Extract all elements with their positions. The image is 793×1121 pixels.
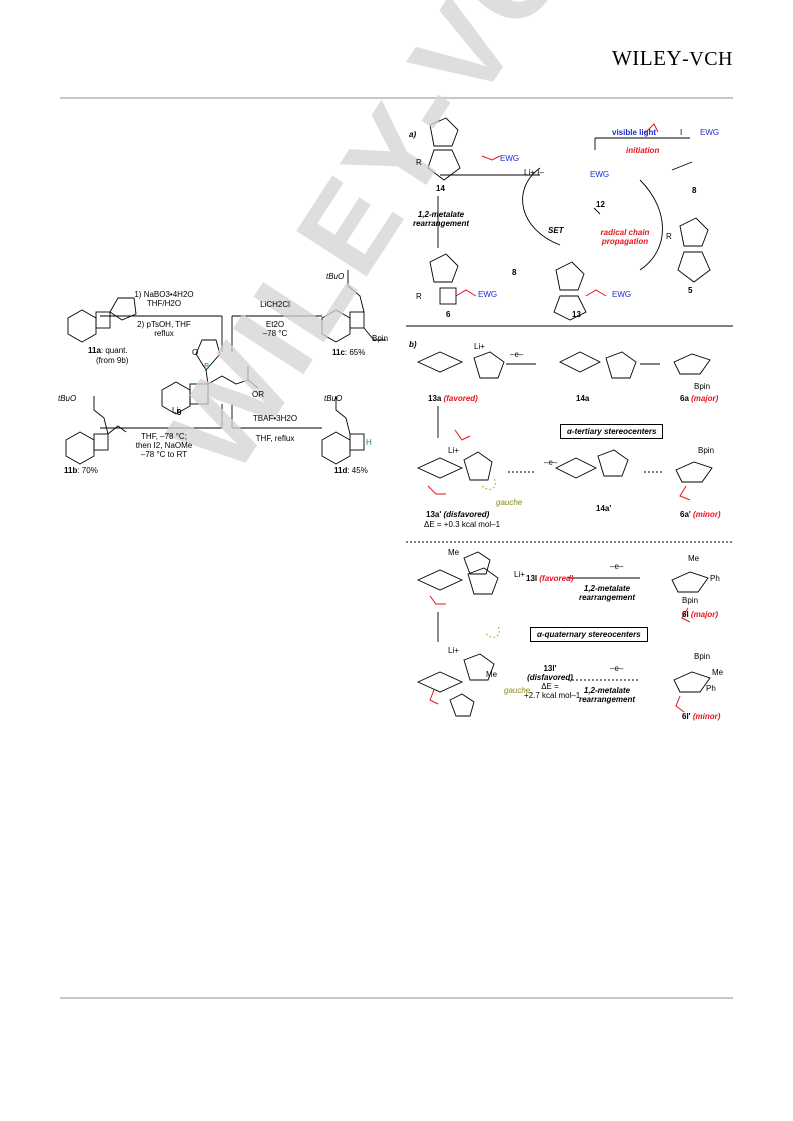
label-11d: 11d: 45% <box>334 466 368 475</box>
label-13a-li: Li+ <box>474 342 485 351</box>
conditions-to-11a-2: 2) pTsOH, THF reflux <box>137 320 191 338</box>
rearrangement-label-a: 1,2-metalate rearrangement <box>412 210 470 228</box>
visible-light-label: visible light <box>612 128 657 137</box>
label-13l-prime: 13l' (disfavored) ΔE = +2.7 kcal mol–1 <box>524 664 581 700</box>
conditions-to-11a: 1) NaBO3•4H2O THF/H2O <box>134 290 194 308</box>
label-13a-prime-li: Li+ <box>448 446 459 455</box>
label-13a-prime: 13a' (disfavored) <box>426 510 490 519</box>
label-14a: 14a <box>576 394 590 403</box>
label-11a-note: (from 9b) <box>96 356 129 365</box>
scheme-a-cycle <box>427 117 711 321</box>
footer-rule <box>60 997 733 999</box>
label-11c: 11c: 65% <box>332 348 366 357</box>
conditions-to-11b: THF, –78 °C; then I2, NaOMe –78 °C to RT <box>135 432 193 459</box>
label-6a-prime-bpin: Bpin <box>698 446 715 455</box>
label-5-r: R <box>666 232 672 241</box>
panel-b-label: b) <box>409 340 417 349</box>
label-14-ewg: EWG <box>500 154 520 163</box>
compound-11a-structure <box>67 297 137 343</box>
quaternary-stereocenters-box: α-quaternary stereocenters <box>530 627 648 642</box>
publisher-logo: WILEY-VCH <box>611 46 733 70</box>
label-13: 13 <box>572 310 581 319</box>
electron-4: –e– <box>610 664 624 673</box>
label-6-ewg: EWG <box>478 290 498 299</box>
compound-9-structure <box>161 339 259 415</box>
label-13l-me: Me <box>448 548 460 557</box>
scheme-b-quaternary <box>416 551 711 717</box>
label-11d-tbuo: tBuO <box>324 394 343 403</box>
conditions-to-11c: LiCH2Cl <box>260 300 290 309</box>
label-13l-prime-li: Li+ <box>448 646 459 655</box>
label-12-ewg: EWG <box>590 170 610 179</box>
electron-2: –e– <box>544 458 558 467</box>
label-6l-me: Me <box>688 554 700 563</box>
label-9-or: OR <box>252 390 264 399</box>
rearrangement-label-b2: 1,2-metalate rearrangement <box>578 686 636 704</box>
gauche-label-2: gauche <box>504 686 531 695</box>
radical-chain-label: radical chain propagation <box>600 228 650 246</box>
label-6a: 6a (major) <box>680 394 719 403</box>
label-11b-tbuo: tBuO <box>58 394 77 403</box>
label-6l-bpin: Bpin <box>682 596 699 605</box>
label-11c-bpin: Bpin <box>372 334 389 343</box>
label-13l-prime-me: Me <box>486 670 498 679</box>
label-11a: 11a: quant. <box>88 346 128 355</box>
label-12: 12 <box>596 200 605 209</box>
label-5: 5 <box>688 286 693 295</box>
label-6l-prime-ph: Ph <box>706 684 716 693</box>
initiation-label: initiation <box>626 146 660 155</box>
label-11c-tbuo: tBuO <box>326 272 345 281</box>
electron-3: –e– <box>610 562 624 571</box>
reagent-8-ewg: EWG <box>700 128 720 137</box>
label-13a-prime-energy: ΔE = +0.3 kcal mol–1 <box>424 520 501 529</box>
label-6l-ph: Ph <box>710 574 720 583</box>
label-8-top: 8 <box>692 186 697 195</box>
reagent-8-i: I <box>680 128 683 137</box>
gauche-label-1: gauche <box>496 498 523 507</box>
header-rule <box>60 97 733 99</box>
label-6-r: R <box>416 292 422 301</box>
label-11b: 11b: 70% <box>64 466 98 475</box>
label-13-ewg: EWG <box>612 290 632 299</box>
compound-11b-structure <box>65 396 127 465</box>
conditions-to-11d: TBAF•3H2O <box>252 414 298 423</box>
label-6: 6 <box>446 310 451 319</box>
compound-11c-structure <box>321 270 386 343</box>
label-6a-prime: 6a' (minor) <box>680 510 721 519</box>
rearrangement-label-b1: 1,2-metalate rearrangement <box>578 584 636 602</box>
electron-1: –e– <box>510 350 524 359</box>
panel-a-label: a) <box>409 130 417 139</box>
label-9-boron: B <box>204 362 210 371</box>
label-14: 14 <box>436 184 445 193</box>
label-13a: 13a (favored) <box>428 394 478 403</box>
label-14a-prime: 14a' <box>596 504 612 513</box>
label-13l: 13l (favored) <box>526 574 574 583</box>
label-14-r: R <box>416 158 422 167</box>
label-6l: 6l (major) <box>682 610 719 619</box>
label-13l-li: Li+ <box>514 570 525 579</box>
set-label: SET <box>548 226 564 235</box>
conditions-to-11d-2: THF, reflux <box>255 434 295 443</box>
label-11b-li: Li <box>172 406 179 415</box>
compound-11d-structure <box>321 396 365 465</box>
conditions-to-11c-2: Et2O –78 °C <box>262 320 288 338</box>
label-8-bottom: 8 <box>512 268 517 277</box>
label-6l-prime: 6l' (minor) <box>682 712 721 721</box>
label-9: 9 <box>177 408 182 417</box>
label-6a-bpin: Bpin <box>694 382 711 391</box>
label-9-oxygen: O <box>192 348 199 357</box>
tertiary-stereocenters-box: α-tertiary stereocenters <box>560 424 664 439</box>
label-6l-prime-me: Me <box>712 668 724 677</box>
label-11d-h: H <box>366 438 372 447</box>
li-i-label: Li+ I– <box>524 168 544 177</box>
label-6l-prime-bpin: Bpin <box>694 652 711 661</box>
scheme-b-tertiary <box>416 351 713 483</box>
